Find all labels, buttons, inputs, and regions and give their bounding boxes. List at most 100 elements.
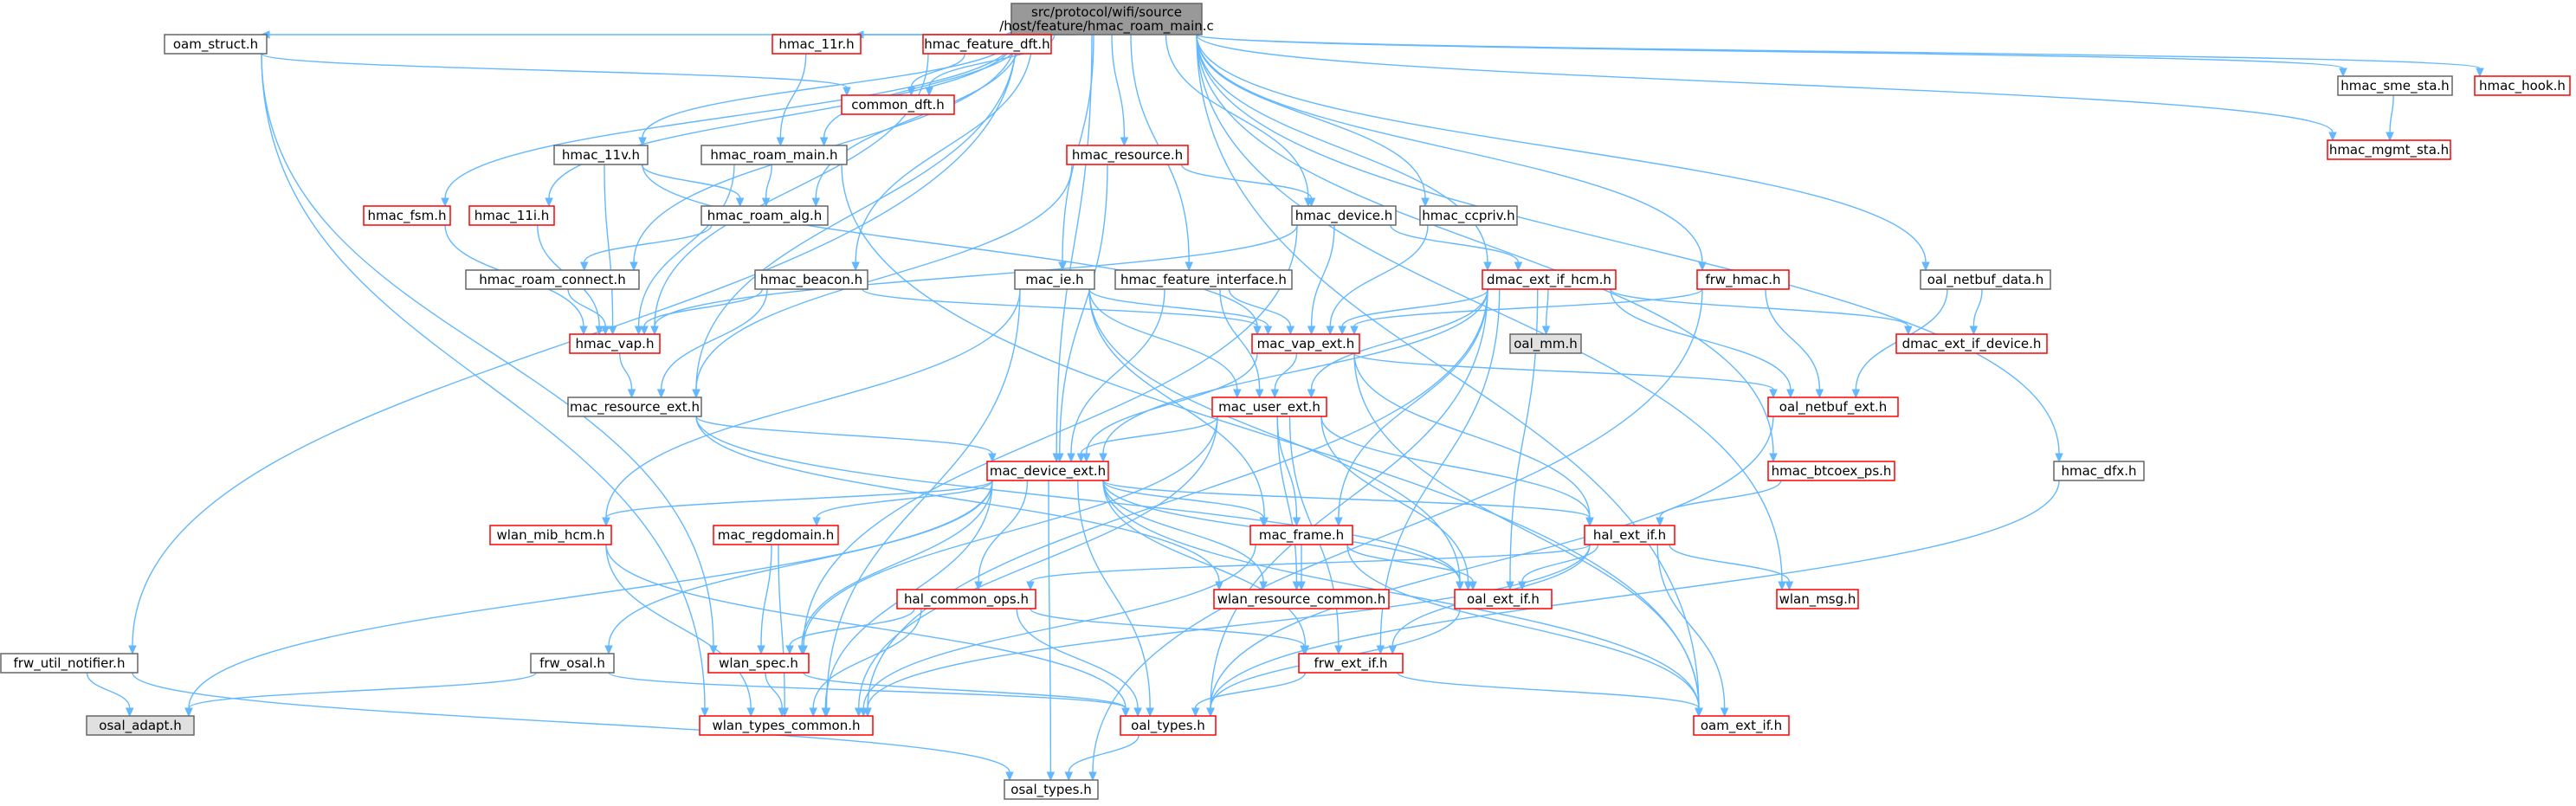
node-label: hmac_resource.h bbox=[1072, 147, 1183, 164]
edge-arrowhead bbox=[1099, 453, 1107, 463]
edge-line bbox=[1088, 288, 1238, 390]
file-node-oal-netbuf-data[interactable]: oal_netbuf_data.h bbox=[1920, 269, 2051, 290]
file-node-oal-netbuf-ext[interactable]: oal_netbuf_ext.h bbox=[1767, 397, 1899, 417]
edge-hal-common-ops-to-frw-ext-if bbox=[1030, 608, 1308, 655]
file-node-common-dft[interactable]: common_dft.h bbox=[841, 94, 955, 115]
file-node-mac-device-ext[interactable]: mac_device_ext.h bbox=[986, 461, 1109, 481]
file-node-hmac-sme-sta[interactable]: hmac_sme_sta.h bbox=[2337, 75, 2453, 96]
edge-line bbox=[1102, 288, 1488, 455]
file-node-osal-types[interactable]: osal_types.h bbox=[1004, 779, 1099, 800]
file-node-root[interactable]: src/protocol/wifi/source/host/feature/hm… bbox=[999, 3, 1214, 35]
edge-line bbox=[1397, 672, 1700, 709]
file-node-frw-util-notifier[interactable]: frw_util_notifier.h bbox=[0, 653, 139, 674]
node-label: hmac_hook.h bbox=[2479, 78, 2566, 94]
edge-dmac-ext-if-hcm-to-oal-netbuf-ext bbox=[1610, 288, 1795, 399]
node-label: hmac_roam_alg.h bbox=[707, 208, 823, 224]
file-node-hal-ext-if[interactable]: hal_ext_if.h bbox=[1584, 525, 1675, 545]
edge-line bbox=[789, 608, 915, 647]
edge-mac-resource-ext-to-oal-ext-if bbox=[695, 416, 1464, 591]
file-node-mac-resource-ext[interactable]: mac_resource_ext.h bbox=[567, 397, 702, 417]
file-node-mac-regdomain[interactable]: mac_regdomain.h bbox=[713, 525, 839, 545]
file-node-hmac-roam-connect[interactable]: hmac_roam_connect.h bbox=[465, 269, 640, 290]
file-node-oal-ext-if[interactable]: oal_ext_if.h bbox=[1454, 589, 1553, 609]
node-label: hmac_mgmt_sta.h bbox=[2329, 142, 2449, 158]
edge-dmac-ext-if-hcm-to-mac-frame bbox=[1334, 288, 1488, 527]
file-node-mac-user-ext[interactable]: mac_user_ext.h bbox=[1211, 397, 1327, 417]
file-node-hmac-device[interactable]: hmac_device.h bbox=[1291, 205, 1397, 226]
file-node-osal-adapt[interactable]: osal_adapt.h bbox=[86, 715, 195, 736]
edge-hmac-roam-alg-to-hmac-roam-connect bbox=[579, 224, 713, 272]
file-node-wlan-types-common[interactable]: wlan_types_common.h bbox=[699, 715, 874, 736]
file-node-oal-types[interactable]: oal_types.h bbox=[1120, 715, 1217, 736]
file-node-hmac-roam-alg[interactable]: hmac_roam_alg.h bbox=[700, 205, 829, 226]
file-node-hmac-hook[interactable]: hmac_hook.h bbox=[2474, 75, 2571, 96]
file-node-wlan-resource-common[interactable]: wlan_resource_common.h bbox=[1213, 589, 1390, 609]
node-label: osal_adapt.h bbox=[99, 718, 181, 734]
node-box bbox=[86, 715, 195, 736]
file-node-hmac-ccpriv[interactable]: hmac_ccpriv.h bbox=[1419, 205, 1518, 226]
node-box bbox=[569, 333, 661, 354]
edge-hal-ext-if-to-hal-common-ops bbox=[1026, 544, 1591, 591]
file-node-hmac-btcoex-ps[interactable]: hmac_btcoex_ps.h bbox=[1767, 461, 1895, 481]
file-node-oal-mm[interactable]: oal_mm.h bbox=[1509, 333, 1582, 354]
file-node-hal-common-ops[interactable]: hal_common_ops.h bbox=[896, 589, 1036, 609]
file-node-hmac-roam-main-h[interactable]: hmac_roam_main.h bbox=[700, 145, 848, 165]
edge-line bbox=[765, 672, 783, 709]
edge-arrowhead bbox=[851, 261, 860, 272]
file-node-dmac-ext-if-device[interactable]: dmac_ext_if_device.h bbox=[1895, 333, 2048, 354]
file-node-hmac-dfx[interactable]: hmac_dfx.h bbox=[2053, 461, 2145, 481]
edge-dmac-ext-if-hcm-to-wlan-types-common bbox=[863, 288, 1488, 718]
file-node-mac-ie[interactable]: mac_ie.h bbox=[1014, 269, 1095, 290]
node-label: hmac_roam_main.h bbox=[710, 147, 837, 164]
file-node-hmac-beacon[interactable]: hmac_beacon.h bbox=[754, 269, 868, 290]
file-node-mac-vap-ext[interactable]: mac_vap_ext.h bbox=[1251, 333, 1360, 354]
file-node-wlan-mib-hcm[interactable]: wlan_mib_hcm.h bbox=[489, 525, 612, 545]
edge-wlan-mib-hcm-to-wlan-types-common bbox=[605, 544, 755, 718]
edge-mac-device-ext-to-hal-ext-if bbox=[1102, 480, 1594, 527]
file-node-oam-struct[interactable]: oam_struct.h bbox=[164, 34, 268, 55]
node-box bbox=[1767, 461, 1895, 481]
node-box bbox=[530, 653, 615, 674]
file-node-hmac-resource[interactable]: hmac_resource.h bbox=[1066, 145, 1189, 165]
edge-arrowhead bbox=[761, 197, 771, 208]
edge-arrowhead bbox=[785, 645, 794, 655]
edge-hmac-11r-to-hmac-roam-main-h bbox=[776, 53, 807, 147]
edge-hal-common-ops-to-oal-types bbox=[1016, 608, 1142, 718]
file-node-hmac-fsm[interactable]: hmac_fsm.h bbox=[363, 205, 451, 226]
node-label: frw_osal.h bbox=[539, 655, 605, 672]
file-node-hmac-feature-interface[interactable]: hmac_feature_interface.h bbox=[1114, 269, 1293, 290]
edge-arrowhead bbox=[1058, 261, 1067, 272]
node-box bbox=[772, 34, 862, 55]
edge-line bbox=[1521, 544, 1599, 583]
file-node-hmac-11r[interactable]: hmac_11r.h bbox=[772, 34, 862, 55]
file-node-hmac-mgmt-sta[interactable]: hmac_mgmt_sta.h bbox=[2327, 139, 2451, 160]
edge-arrowhead bbox=[629, 261, 638, 272]
edge-line bbox=[605, 480, 993, 519]
edge-hmac-feature-dft-to-common-dft bbox=[907, 53, 965, 97]
edge-arrowhead bbox=[2055, 453, 2063, 463]
node-label: osal_types.h bbox=[1010, 782, 1091, 798]
file-node-frw-hmac[interactable]: frw_hmac.h bbox=[1696, 269, 1790, 290]
file-node-frw-osal[interactable]: frw_osal.h bbox=[530, 653, 615, 674]
file-node-hmac-feature-dft[interactable]: hmac_feature_dft.h bbox=[922, 34, 1052, 55]
edge-arrowhead bbox=[974, 581, 983, 591]
file-node-dmac-ext-if-hcm[interactable]: dmac_ext_if_hcm.h bbox=[1482, 269, 1617, 290]
file-node-wlan-msg[interactable]: wlan_msg.h bbox=[1776, 589, 1859, 609]
edge-arrowhead bbox=[2476, 68, 2484, 78]
node-box bbox=[164, 34, 268, 55]
edge-arrowhead bbox=[1185, 261, 1193, 272]
file-node-hmac-11i[interactable]: hmac_11i.h bbox=[468, 205, 555, 226]
node-box bbox=[1010, 3, 1203, 35]
file-node-mac-frame[interactable]: mac_frame.h bbox=[1249, 525, 1353, 545]
file-node-hmac-11v[interactable]: hmac_11v.h bbox=[553, 145, 649, 165]
file-node-hmac-vap[interactable]: hmac_vap.h bbox=[569, 333, 661, 354]
file-node-wlan-spec[interactable]: wlan_spec.h bbox=[707, 653, 810, 674]
file-node-oam-ext-if[interactable]: oam_ext_if.h bbox=[1693, 715, 1790, 736]
edge-line bbox=[1016, 608, 1139, 709]
node-label: dmac_ext_if_device.h bbox=[1902, 336, 2042, 352]
edge-line bbox=[1196, 34, 1774, 455]
node-box bbox=[1693, 715, 1790, 736]
edge-arrowhead bbox=[125, 707, 134, 718]
file-node-frw-ext-if[interactable]: frw_ext_if.h bbox=[1298, 653, 1404, 674]
edge-root-to-frw-hmac bbox=[1196, 34, 1707, 272]
